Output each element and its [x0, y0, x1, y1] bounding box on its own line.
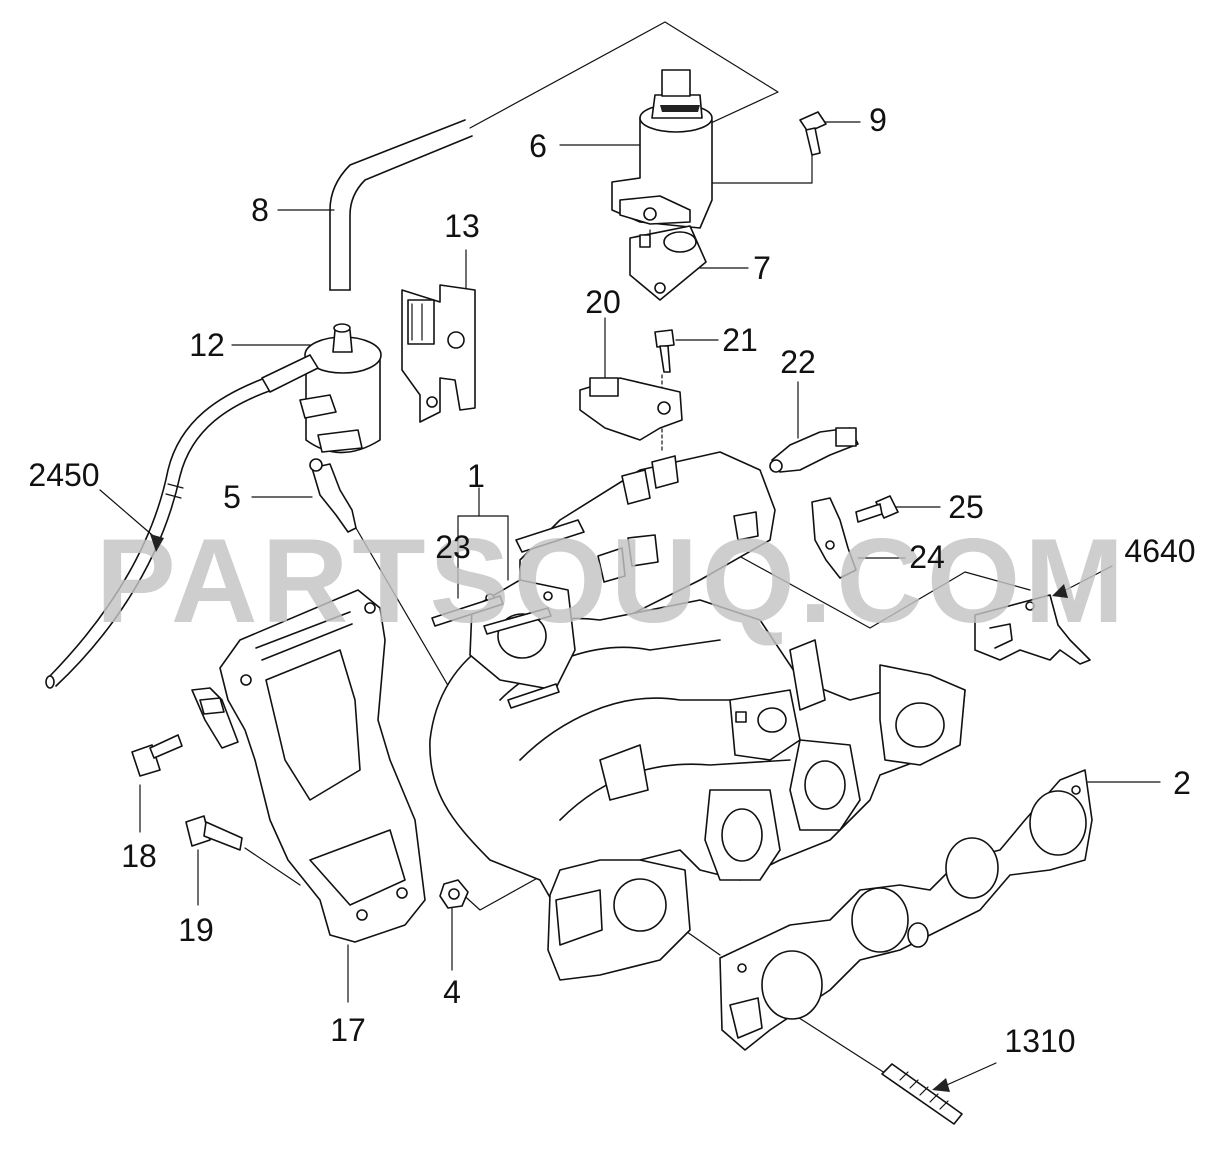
callout-8: 8 — [251, 192, 269, 228]
part-bolt-18 — [131, 734, 183, 777]
callout-19: 19 — [178, 912, 214, 948]
part-egr-valve-6 — [611, 69, 713, 291]
callout-7: 7 — [753, 250, 771, 286]
part-vacuum-hose-2450 — [45, 377, 273, 689]
callout-13: 13 — [444, 208, 480, 244]
callout-12: 12 — [189, 327, 225, 363]
callout-1310: 1310 — [1004, 1023, 1075, 1059]
watermark: PARTSOUQ.COM — [96, 514, 1128, 648]
part-vacuum-hose-8 — [329, 119, 473, 291]
part-bolt-9 — [799, 111, 827, 156]
part-stud-1310 — [881, 1063, 963, 1125]
callout-2450: 2450 — [28, 457, 99, 493]
part-bracket-4640 — [974, 594, 1091, 665]
callout-21: 21 — [722, 322, 758, 358]
callout-4: 4 — [443, 974, 461, 1010]
part-clip-24 — [811, 497, 857, 579]
callout-25: 25 — [948, 489, 984, 525]
callout-20: 20 — [585, 284, 621, 320]
part-sensor-22 — [769, 427, 859, 473]
part-exhaust-gasket-2 — [719, 769, 1093, 1051]
callout-2: 2 — [1173, 765, 1191, 801]
callout-17: 17 — [330, 1012, 366, 1048]
callout-labels: 1 2 4 5 6 7 8 9 12 13 17 18 19 20 21 22 … — [28, 102, 1195, 1059]
part-bolt-25 — [855, 495, 899, 523]
part-studs-23 — [431, 519, 585, 709]
callout-1: 1 — [467, 458, 485, 494]
part-bolt-21 — [654, 329, 675, 373]
part-intake-manifold-1 — [429, 451, 966, 981]
part-solenoid-12 — [261, 323, 382, 454]
callout-18: 18 — [121, 838, 157, 874]
callout-4640: 4640 — [1124, 533, 1195, 569]
callout-23: 23 — [435, 529, 471, 565]
part-support-bracket-17 — [191, 589, 426, 943]
arrowheads — [150, 534, 1068, 1092]
part-bracket-13 — [401, 284, 476, 423]
callout-6: 6 — [529, 128, 547, 164]
callout-24: 24 — [909, 539, 945, 575]
callout-5: 5 — [223, 479, 241, 515]
part-plug-5 — [309, 458, 357, 533]
part-bolt-19 — [185, 815, 243, 851]
part-gasket-7 — [629, 225, 707, 301]
part-sensor-20 — [579, 377, 683, 441]
callout-22: 22 — [780, 344, 816, 380]
callout-9: 9 — [869, 102, 887, 138]
part-nut-4 — [439, 879, 469, 909]
